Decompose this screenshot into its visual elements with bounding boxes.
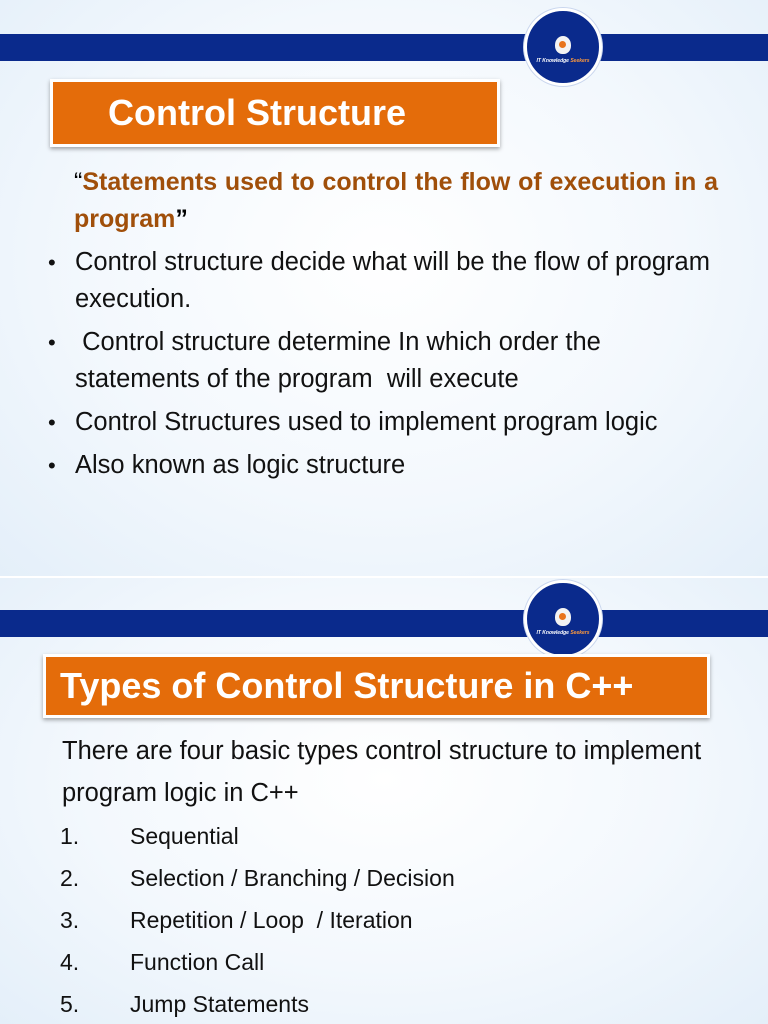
slide-title: Types of Control Structure in C++ xyxy=(43,654,710,718)
intro-text: There are four basic types control struc… xyxy=(62,737,702,807)
list-item: 5.Jump Statements xyxy=(60,991,309,1017)
bullet-list: •Control structure decide what will be t… xyxy=(48,244,728,490)
definition-quote: “Statements used to control the flow of … xyxy=(74,168,718,233)
slide-title: Control Structure xyxy=(50,79,500,147)
bullet-icon: • xyxy=(48,250,56,275)
list-item: 2.Selection / Branching / Decision xyxy=(60,865,455,891)
numbered-list: 1.Sequential 2.Selection / Branching / D… xyxy=(60,815,455,1024)
logo-icon: IT Knowledge Seekers xyxy=(524,580,602,658)
bullet-item: •Also known as logic structure xyxy=(48,447,728,484)
logo-text: IT Knowledge Seekers xyxy=(536,630,590,636)
quote-text: Statements used to control the flow of e… xyxy=(74,168,718,233)
header-bar xyxy=(0,610,768,637)
bullet-icon: • xyxy=(48,453,56,478)
logo-head-icon xyxy=(555,36,571,54)
slide-types-of-control-structure: IT Knowledge Seekers Types of Control St… xyxy=(0,578,768,1024)
header-bar xyxy=(0,34,768,61)
logo-head-icon xyxy=(555,608,571,626)
logo-icon: IT Knowledge Seekers xyxy=(524,8,602,86)
bullet-item: •Control structure decide what will be t… xyxy=(48,244,728,318)
logo-text: IT Knowledge Seekers xyxy=(536,58,590,64)
bullet-item: •Control Structures used to implement pr… xyxy=(48,404,728,441)
bullet-item: • Control structure determine In which o… xyxy=(48,324,728,398)
bullet-icon: • xyxy=(48,410,56,435)
list-item: 4.Function Call xyxy=(60,949,265,975)
bullet-icon: • xyxy=(48,330,56,355)
list-item: 3.Repetition / Loop / Iteration xyxy=(60,907,413,933)
slide-control-structure: IT Knowledge Seekers Control Structure “… xyxy=(0,0,768,576)
list-item: 1.Sequential xyxy=(60,823,239,849)
